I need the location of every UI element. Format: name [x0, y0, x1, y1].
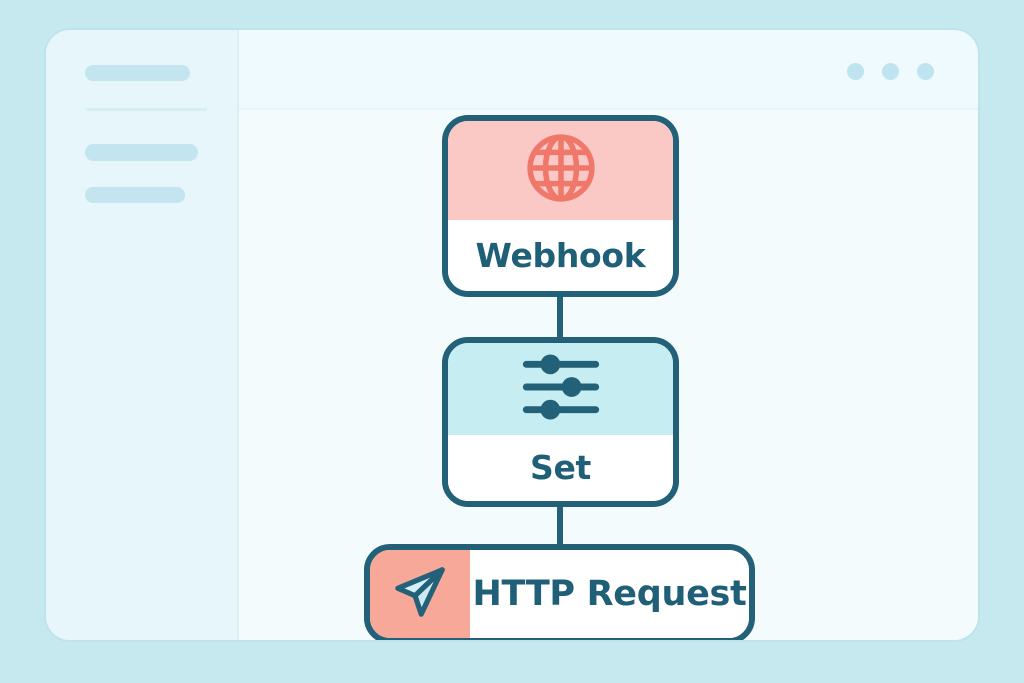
workflow-diagram: Webhook Set [239, 110, 978, 640]
node-http-request-icon-area [370, 550, 470, 638]
node-set[interactable]: Set [442, 337, 679, 507]
app-window: Webhook Set [44, 28, 980, 642]
workflow-canvas[interactable]: Webhook Set [239, 110, 978, 640]
window-header [239, 30, 978, 110]
node-webhook-icon-area [448, 121, 673, 220]
node-webhook[interactable]: Webhook [442, 115, 679, 297]
paper-plane-icon [388, 560, 452, 628]
sidebar-placeholder-1 [85, 65, 190, 81]
window-controls [847, 63, 934, 80]
sidebar-divider [85, 108, 207, 111]
connector-webhook-to-set [557, 293, 563, 341]
node-set-icon-area [448, 343, 673, 435]
sidebar-placeholder-3 [85, 187, 185, 203]
sliders-icon [521, 352, 601, 426]
node-http-request[interactable]: HTTP Request [364, 544, 755, 640]
sidebar [46, 30, 239, 640]
node-webhook-label: Webhook [448, 219, 673, 291]
sidebar-placeholder-2 [85, 144, 198, 161]
node-set-label: Set [448, 434, 673, 501]
window-dot-1[interactable] [847, 63, 864, 80]
window-dot-3[interactable] [917, 63, 934, 80]
window-dot-2[interactable] [882, 63, 899, 80]
connector-set-to-http-request [557, 503, 563, 548]
globe-icon [522, 129, 600, 211]
node-http-request-label: HTTP Request [470, 550, 749, 638]
